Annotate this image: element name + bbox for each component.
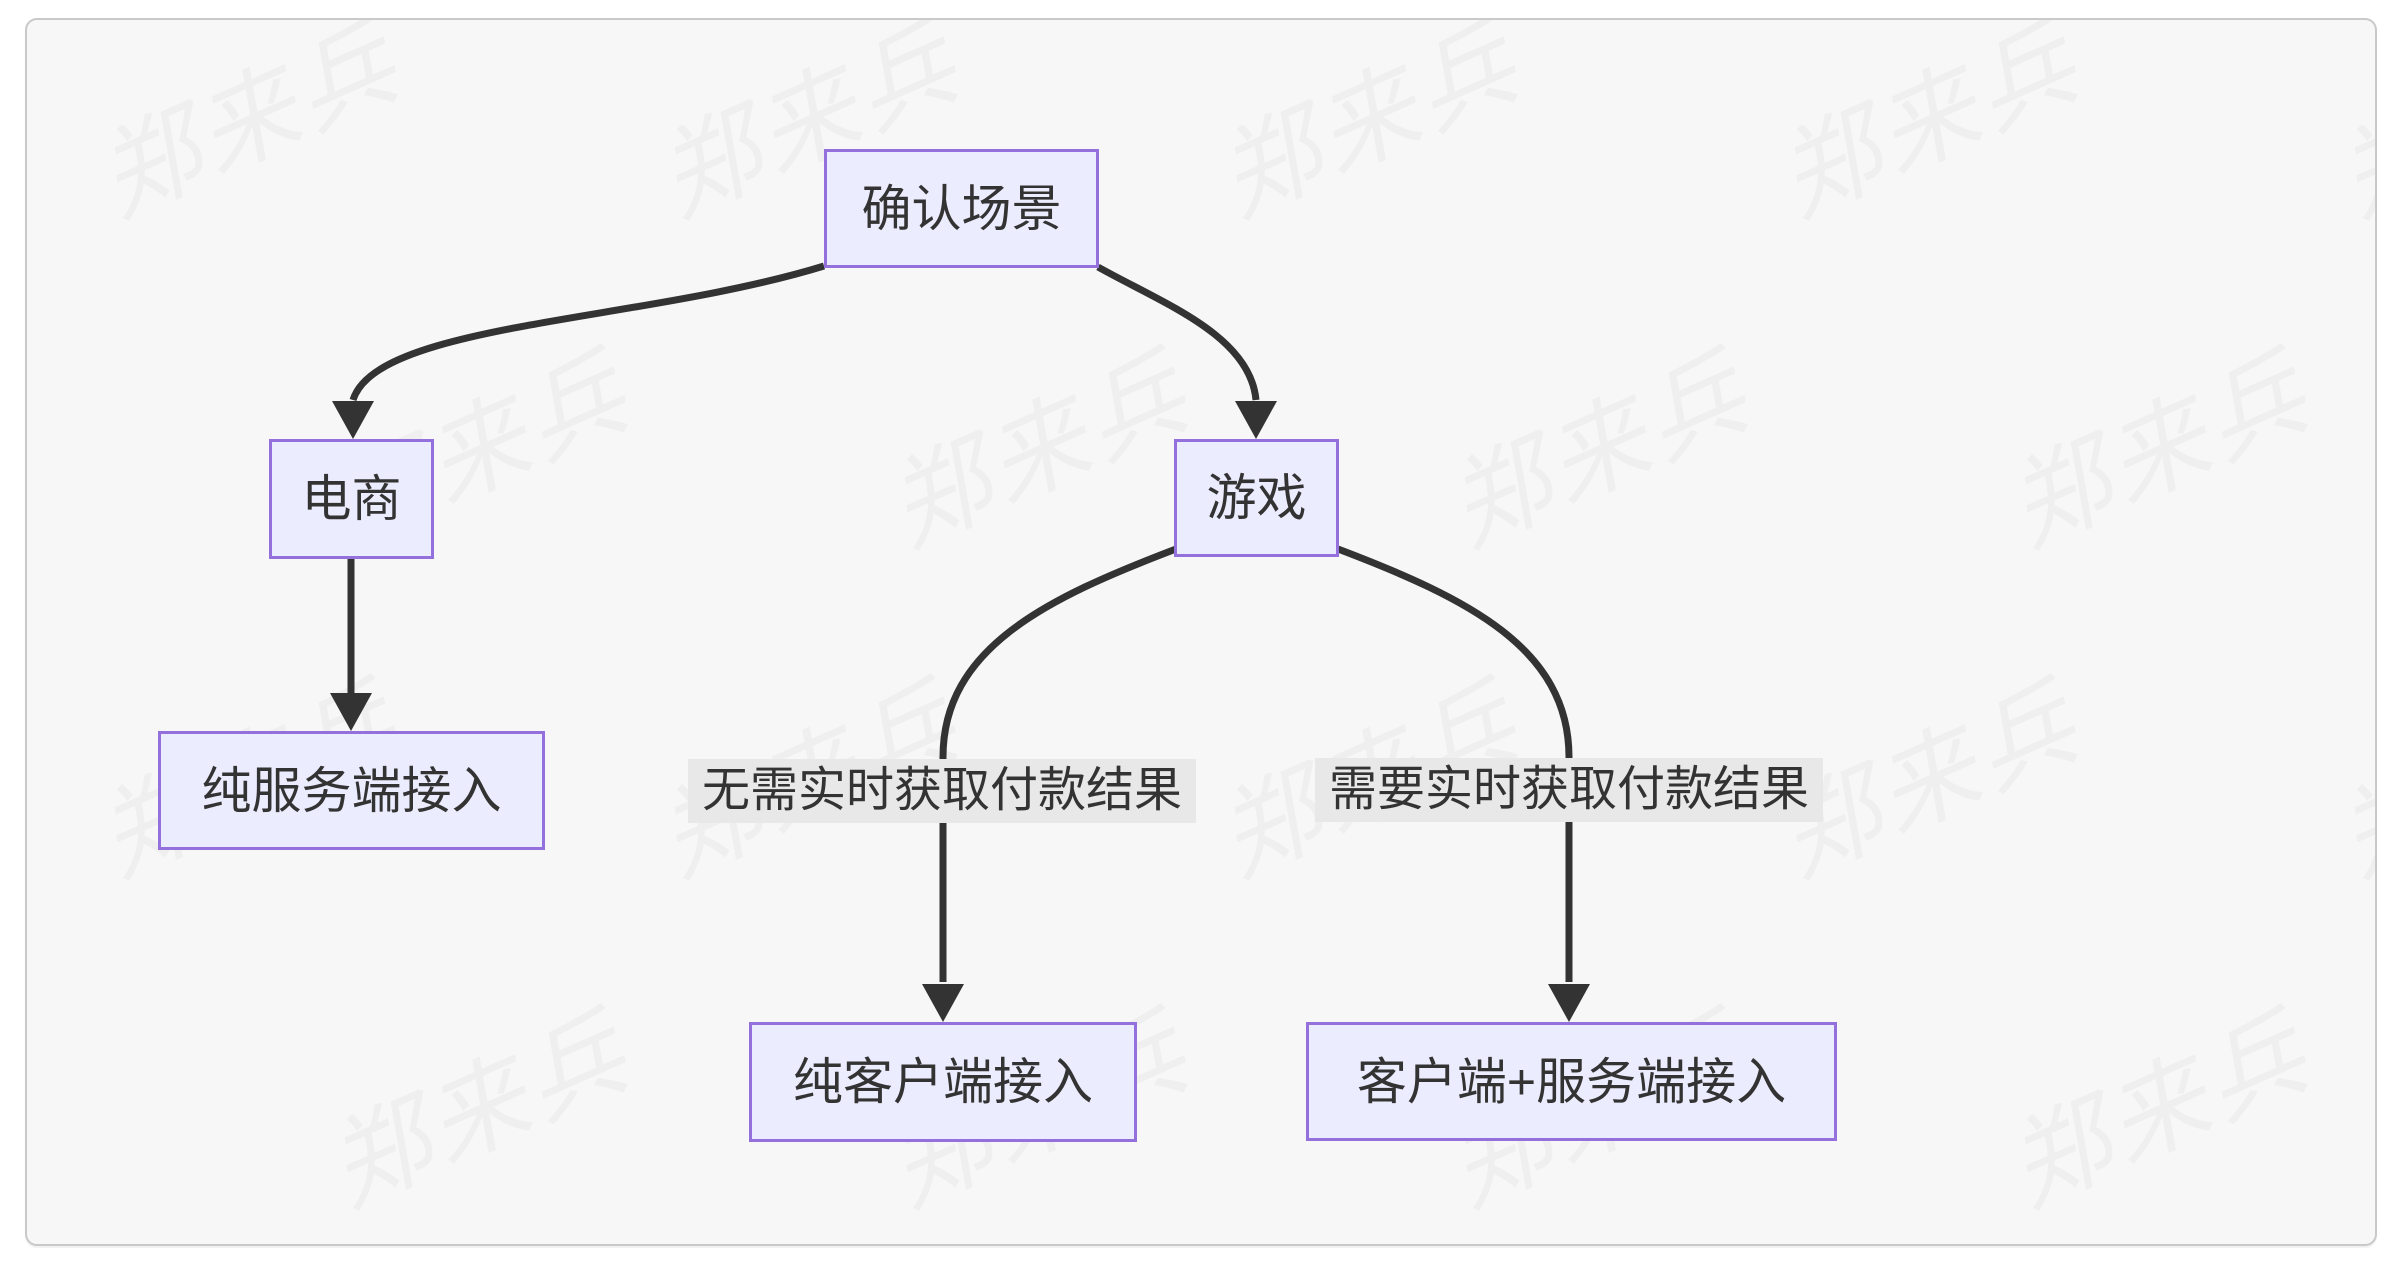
- node-confirm-scene: 确认场景: [824, 149, 1099, 268]
- edge-game-to-client-server: [1336, 545, 1573, 982]
- edge-confirm-to-ecommerce: [349, 262, 826, 402]
- arrowhead-ecommerce: [332, 401, 374, 439]
- diagram-panel: 郑来兵郑来兵郑来兵郑来兵郑来兵郑来兵郑来兵郑来兵郑来兵郑来兵郑来兵郑来兵郑来兵郑…: [25, 18, 2377, 1246]
- edge-label-realtime: 需要实时获取付款结果: [1314, 758, 1824, 822]
- edge-label-no-realtime: 无需实时获取付款结果: [687, 759, 1197, 823]
- flowchart-edges: [330, 262, 1590, 1022]
- node-server-only: 纯服务端接入: [158, 731, 545, 850]
- edge-game-to-client-only: [939, 545, 1178, 982]
- arrowhead-client-only: [922, 984, 964, 1022]
- node-client-only: 纯客户端接入: [749, 1022, 1137, 1142]
- edge-confirm-to-game: [1096, 263, 1260, 401]
- arrowhead-game: [1235, 401, 1277, 439]
- node-game: 游戏: [1174, 439, 1339, 557]
- arrowhead-server-only: [330, 693, 372, 731]
- arrowhead-client-server: [1548, 984, 1590, 1022]
- node-ecommerce: 电商: [269, 439, 434, 559]
- node-client-server: 客户端+服务端接入: [1306, 1022, 1837, 1141]
